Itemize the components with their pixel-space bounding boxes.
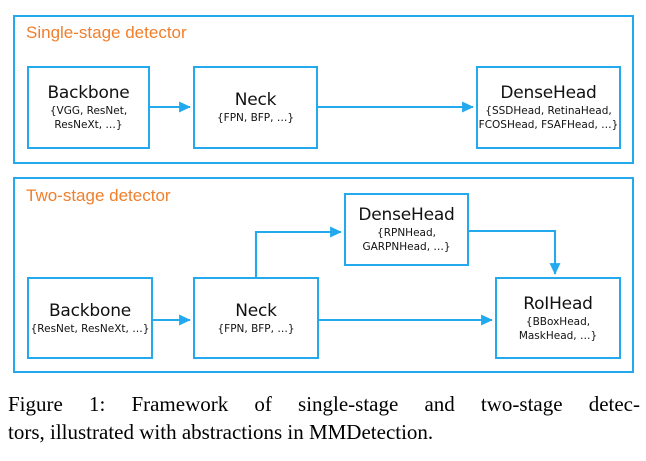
module-title: DenseHead bbox=[358, 205, 455, 225]
module-title: Backbone bbox=[47, 83, 130, 103]
caption-line-1: Figure 1: Framework of single-stage and … bbox=[8, 392, 640, 416]
module-box-single-densehead: DenseHead {SSDHead, RetinaHead, FCOSHead… bbox=[476, 66, 621, 149]
figure-framework-diagram: Single-stage detector Backbone {VGG, Res… bbox=[13, 15, 634, 373]
module-title: Backbone bbox=[48, 300, 132, 321]
module-title: Neck bbox=[234, 90, 277, 110]
module-detail: {FPN, BFP, …} bbox=[216, 112, 294, 124]
module-box-two-roihead: RoIHead {BBoxHead, MaskHead, …} bbox=[495, 277, 621, 359]
module-box-single-backbone: Backbone {VGG, ResNet, ResNeXt, …} bbox=[27, 66, 150, 149]
module-title: RoIHead bbox=[523, 293, 593, 314]
module-detail: {BBoxHead, MaskHead, …} bbox=[518, 315, 598, 342]
module-box-two-neck: Neck {FPN, BFP, …} bbox=[193, 277, 319, 359]
section-title-two-stage: Two-stage detector bbox=[26, 186, 171, 205]
module-box-two-densehead: DenseHead {RPNHead, GARPNHead, …} bbox=[344, 193, 469, 266]
figure-caption: Figure 1: Framework of single-stage and … bbox=[8, 390, 640, 446]
caption-line-2: tors, illustrated with abstractions in M… bbox=[8, 420, 434, 444]
module-box-two-backbone: Backbone {ResNet, ResNeXt, …} bbox=[27, 277, 153, 359]
module-detail: {FPN, BFP, …} bbox=[217, 322, 295, 335]
module-title: Neck bbox=[235, 300, 277, 321]
section-title-single-stage: Single-stage detector bbox=[26, 23, 187, 42]
module-box-single-neck: Neck {FPN, BFP, …} bbox=[193, 66, 318, 149]
module-detail: {VGG, ResNet, ResNeXt, …} bbox=[49, 105, 128, 131]
module-title: DenseHead bbox=[500, 83, 597, 103]
module-detail: {RPNHead, GARPNHead, …} bbox=[362, 227, 451, 253]
module-detail: {ResNet, ResNeXt, …} bbox=[30, 322, 150, 335]
module-detail: {SSDHead, RetinaHead, FCOSHead, FSAFHead… bbox=[478, 105, 619, 131]
